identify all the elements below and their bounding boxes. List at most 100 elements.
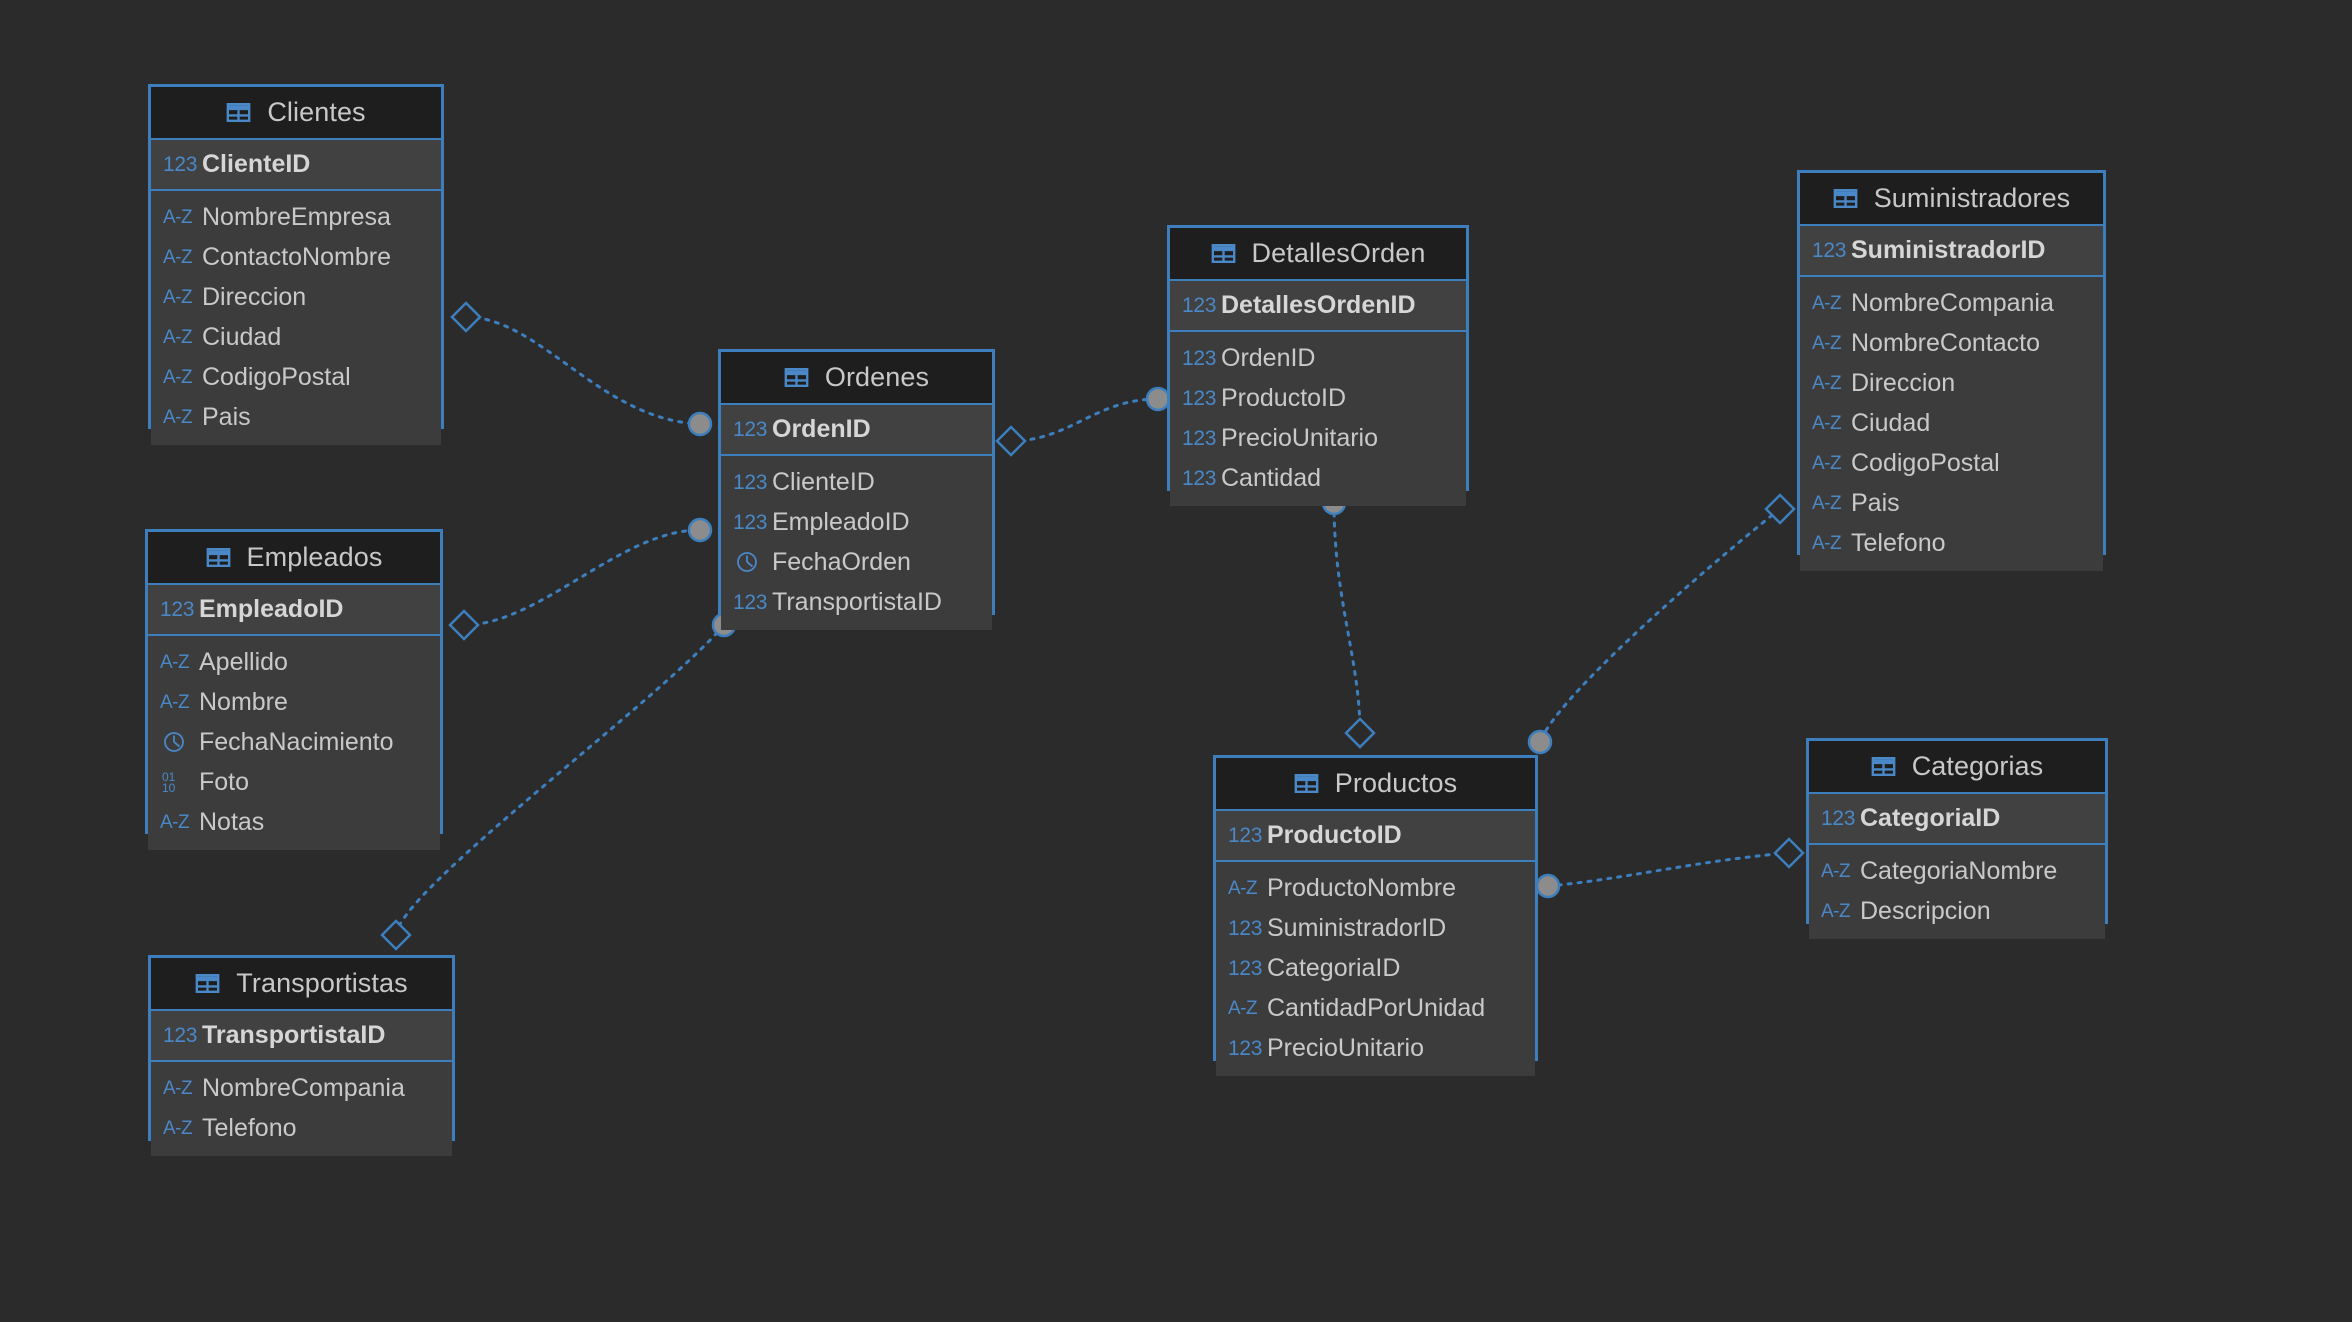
relationship-diamond-endpoint (448, 609, 480, 641)
type-number-icon: 123 (1821, 807, 1856, 830)
type-number-icon: 123 (1182, 346, 1217, 370)
relationship-clientes-ordenes[interactable] (450, 301, 713, 437)
type-text-icon: A-Z (163, 366, 193, 388)
type-date-clock-icon (160, 730, 190, 754)
field-label: Telefono (202, 1113, 297, 1142)
relationship-diamond-endpoint (380, 919, 412, 951)
table-grid-icon (226, 103, 256, 122)
type-text-icon: A-Z (1812, 532, 1842, 554)
field-label: PrecioUnitario (1221, 423, 1379, 452)
relationship-ordenes-detallesorden[interactable] (995, 386, 1171, 457)
relationship-detallesorden-productos[interactable] (1321, 490, 1376, 749)
field-label: NombreContacto (1851, 328, 2040, 357)
field-row[interactable]: FechaNacimiento (148, 722, 440, 762)
table-grid-icon (784, 368, 814, 387)
field-label: ProductoNombre (1267, 873, 1456, 902)
relationship-empleados-ordenes[interactable] (448, 517, 713, 641)
field-label: ProductoID (1267, 821, 1402, 849)
type-text-icon: A-Z (1812, 372, 1842, 394)
type-number-icon: 123 (733, 590, 768, 614)
table-grid-icon (1871, 757, 1901, 776)
type-number-icon: 123 (733, 418, 768, 441)
type-number-icon: 123 (1182, 294, 1217, 317)
field-label: Direccion (202, 282, 307, 311)
field-label: EmpleadoID (772, 507, 910, 536)
field-label: EmpleadoID (199, 595, 344, 623)
relationship-line (1332, 501, 1362, 735)
relationship-line (1538, 507, 1782, 744)
field-label: ClienteID (772, 467, 875, 496)
field-label: SuministradorID (1851, 236, 2046, 264)
type-number-icon: 123 (733, 470, 768, 494)
field-label: Ciudad (1851, 408, 1931, 437)
relationship-categorias-productos[interactable] (1535, 837, 1805, 899)
field-label: PrecioUnitario (1267, 1033, 1425, 1062)
svg-text:10: 10 (162, 781, 176, 794)
relationship-suministradores-productos[interactable] (1527, 493, 1796, 755)
type-number-icon: 123 (160, 598, 195, 621)
field-label: ClienteID (202, 150, 311, 178)
field-label: DetallesOrdenID (1221, 291, 1416, 319)
relationship-diamond-endpoint (450, 301, 482, 333)
relationship-diamond-endpoint (1764, 493, 1796, 525)
relationship-circle-endpoint (1527, 729, 1553, 755)
type-text-icon: A-Z (1228, 997, 1258, 1019)
field-row[interactable]: FechaOrden (721, 542, 992, 582)
